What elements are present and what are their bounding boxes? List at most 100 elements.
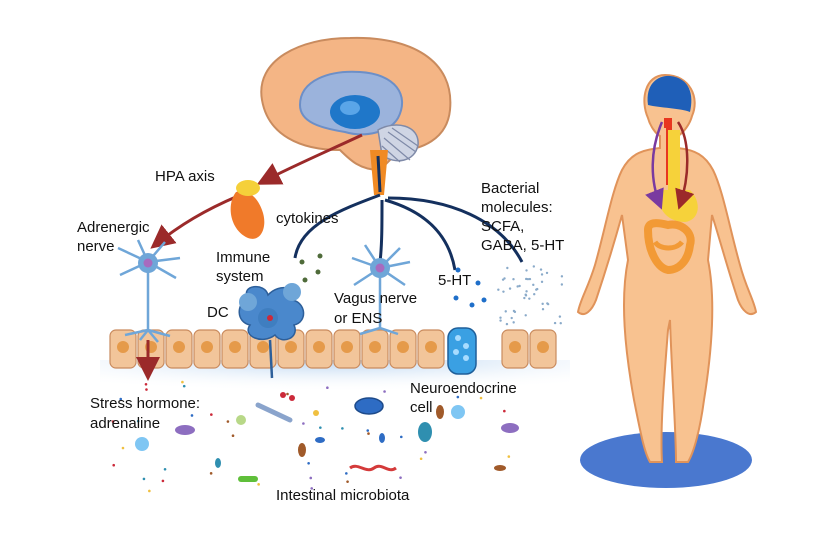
- microbiota-speck: [503, 409, 506, 413]
- microbiota-speck: [142, 477, 146, 481]
- microbiota-speck: [399, 435, 403, 439]
- bacterial-molecule-dot: [560, 283, 564, 286]
- microbiota-speck: [161, 479, 165, 483]
- bacterial-molecule-dot: [523, 296, 526, 300]
- epithelial-nucleus: [229, 341, 241, 353]
- microbiota-speck: [136, 419, 140, 423]
- bacterial-molecule-dot: [516, 285, 519, 288]
- adrenergic-neuron-icon: [117, 239, 181, 343]
- bacterial-molecule-dot: [532, 265, 536, 268]
- microbiota-speck: [190, 414, 194, 417]
- label-immune-system-2: system: [216, 268, 264, 285]
- bacterial-molecule-dot: [528, 277, 532, 281]
- microbiota-speck: [148, 489, 151, 493]
- dendritic-cell-icon: [238, 283, 305, 379]
- microbiota-speck: [479, 396, 483, 400]
- label-adrenergic-nerve-1: Adrenergic: [77, 219, 150, 236]
- cytokine-particles: [299, 253, 323, 283]
- epithelial-nucleus: [313, 341, 325, 353]
- bacterial-molecule-dot: [505, 322, 509, 326]
- adrenal-gland-icon: [230, 180, 265, 239]
- epithelial-nucleus: [369, 341, 381, 353]
- microbiota-speck: [112, 463, 116, 467]
- microbiota-speck: [182, 384, 186, 388]
- microbiota-speck: [119, 397, 123, 401]
- microbiota-speck: [209, 472, 213, 475]
- bacterial-molecule-dot: [499, 319, 502, 322]
- bacterial-molecule-dot: [503, 277, 506, 280]
- microbiota-speck: [419, 457, 423, 461]
- epithelial-nucleus: [117, 341, 129, 353]
- bacterial-molecule-dot: [499, 316, 502, 319]
- bacterial-molecule-dot: [504, 310, 507, 313]
- epithelial-nucleus: [173, 341, 185, 353]
- bacterial-molecule-dot: [540, 273, 544, 276]
- microbiota-speck: [309, 476, 313, 480]
- label-5-ht: 5-HT: [438, 272, 472, 289]
- serotonin-particles: [453, 267, 487, 308]
- bacterial-molecule-dot: [525, 269, 528, 272]
- label-bacterial-4: GABA, 5-HT: [481, 237, 565, 254]
- microbiota-speck: [319, 426, 322, 429]
- microbiota-speck: [507, 455, 511, 458]
- vagus-neuron-icon: [351, 244, 411, 336]
- microbiota-speck: [145, 388, 148, 391]
- bacterial-molecule-dot: [539, 268, 543, 271]
- microbiota-speck: [181, 380, 184, 384]
- label-cytokines: cytokines: [276, 210, 339, 227]
- microbiota-speck: [257, 483, 260, 486]
- bacterial-molecule-dot: [528, 297, 531, 300]
- epithelial-nucleus: [341, 341, 353, 353]
- bacterial-molecule-dot: [526, 277, 530, 281]
- bacterial-molecule-dot: [506, 266, 509, 270]
- epithelial-nucleus: [537, 341, 549, 353]
- label-dc: DC: [207, 304, 229, 321]
- microbiota-speck: [366, 429, 370, 432]
- bacterial-molecule-dot: [510, 316, 513, 320]
- microbiota-speck: [345, 472, 348, 475]
- microbiota-speck: [144, 383, 148, 386]
- brain-icon: [260, 36, 452, 172]
- label-intestinal-microbiota: Intestinal microbiota: [276, 487, 410, 504]
- microbiota-speck: [399, 476, 402, 479]
- bacterial-molecule-particles: [497, 265, 564, 326]
- bacterial-molecule-dot: [536, 287, 539, 291]
- vagus-nerve-fibers: [293, 193, 524, 271]
- microbiota-speck: [226, 420, 230, 423]
- epithelial-nucleus: [509, 341, 521, 353]
- label-bacterial-2: molecules:: [481, 199, 553, 216]
- bacterial-molecule-dot: [560, 275, 564, 278]
- microbiota-speck: [111, 420, 115, 423]
- microbiota-speck: [456, 395, 460, 399]
- bacterial-molecule-dot: [540, 280, 544, 284]
- label-stress-hormone-1: Stress hormone:: [90, 395, 201, 412]
- bacterial-molecule-dot: [558, 315, 562, 318]
- label-bacterial-1: Bacterial: [481, 180, 540, 197]
- microbiota-speck: [346, 480, 349, 483]
- microbiota-speck: [424, 451, 427, 454]
- bacterial-molecule-dot: [524, 277, 528, 281]
- bacterial-molecule-dot: [524, 293, 527, 296]
- hpa-arrow-adrenal-nerve: [150, 194, 239, 249]
- microbiota-speck: [383, 390, 386, 393]
- epithelial-nucleus: [201, 341, 213, 353]
- microbiota-speck: [310, 487, 314, 490]
- bacterial-molecule-dot: [546, 302, 549, 305]
- bacterial-molecule-dot: [508, 287, 512, 290]
- bacterial-molecule-dot: [553, 321, 557, 325]
- bacterial-molecule-dot: [497, 288, 500, 291]
- label-hpa-axis: HPA axis: [155, 168, 215, 185]
- bacterial-molecule-dot: [545, 271, 549, 275]
- epithelial-nucleus: [257, 341, 269, 353]
- bacteria-icon: [135, 392, 519, 482]
- microbiota-speck: [326, 386, 329, 390]
- epithelial-nucleus: [425, 341, 437, 353]
- microbiota-speck: [286, 392, 289, 396]
- bacterial-molecule-dot: [512, 309, 516, 313]
- microbiota-speck: [210, 413, 213, 416]
- bacterial-molecule-dot: [541, 302, 544, 306]
- bacterial-molecule-dot: [532, 283, 535, 287]
- microbiota-speck: [302, 422, 305, 425]
- label-immune-system-1: Immune: [216, 249, 271, 266]
